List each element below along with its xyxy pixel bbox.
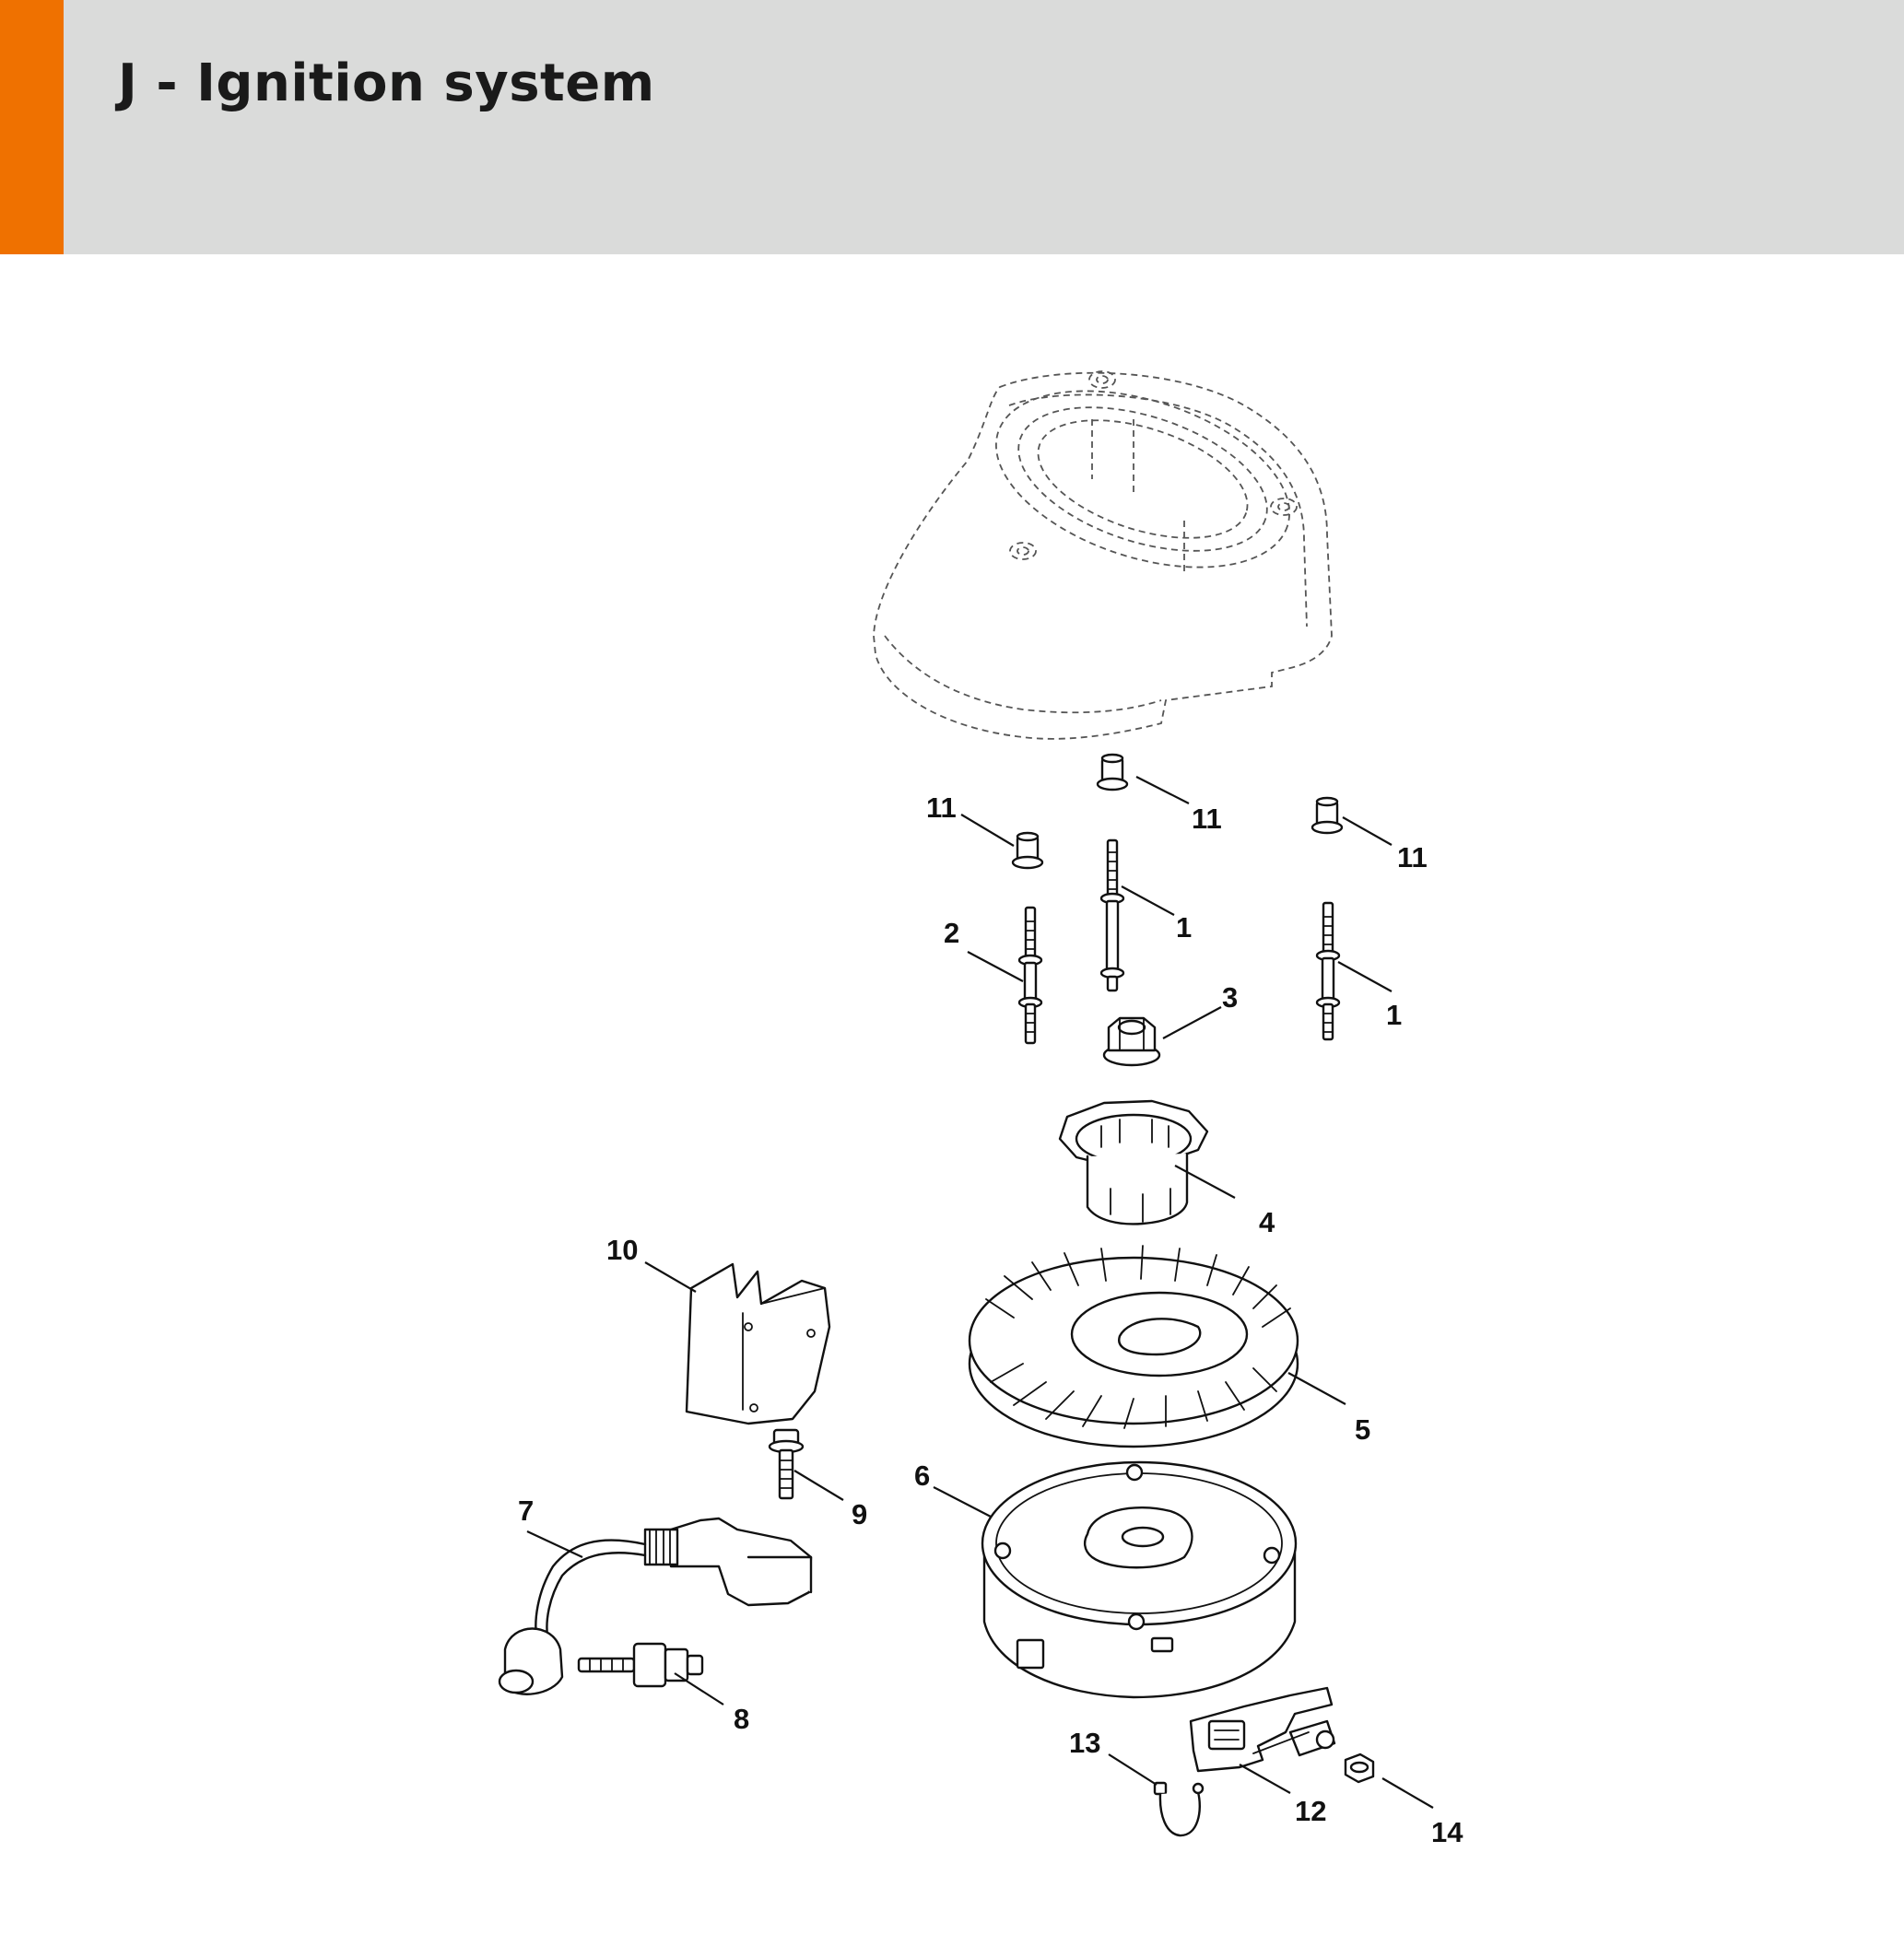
leader-lines — [526, 776, 1434, 1809]
callout-6: 6 — [914, 1460, 930, 1492]
bracket-part-10 — [685, 1262, 831, 1425]
callout-12: 12 — [1295, 1795, 1326, 1827]
callout-9: 9 — [852, 1498, 867, 1530]
nut-part-3 — [1102, 1016, 1161, 1067]
callout-2: 2 — [944, 917, 959, 949]
stud-bolts-parts-1-2 — [1017, 838, 1341, 1045]
wire-part-13 — [1153, 1781, 1205, 1837]
screw-part-9 — [768, 1428, 805, 1500]
bushing-part-11 — [1011, 753, 1344, 870]
fan-wheel-part-5 — [968, 1245, 1299, 1448]
spark-plug-part-8 — [577, 1642, 704, 1688]
callout-7: 7 — [518, 1495, 534, 1527]
callout-1: 1 — [1386, 999, 1402, 1031]
callout-11: 11 — [1192, 803, 1222, 835]
header-accent-stripe — [0, 0, 64, 254]
header-bar: J - Ignition system — [0, 0, 1904, 254]
callout-11: 11 — [926, 791, 957, 824]
callout-14: 14 — [1431, 1816, 1463, 1848]
callout-1: 1 — [1176, 911, 1192, 944]
ignition-coil-part-7 — [498, 1517, 813, 1695]
page-title: J - Ignition system — [118, 53, 655, 113]
callout-4: 4 — [1259, 1206, 1275, 1238]
bolt-part-14 — [1344, 1753, 1375, 1784]
callout-5: 5 — [1355, 1413, 1370, 1446]
callout-3: 3 — [1222, 981, 1238, 1014]
callout-13: 13 — [1069, 1727, 1100, 1759]
callout-labels: 11 11 11 2 1 1 3 4 10 5 6 9 7 8 13 12 14 — [518, 791, 1463, 1848]
flywheel-part-6 — [981, 1460, 1298, 1699]
starter-cup-part-4 — [1058, 1099, 1209, 1225]
callout-11: 11 — [1397, 841, 1428, 873]
callout-10: 10 — [606, 1234, 638, 1266]
callout-8: 8 — [734, 1703, 749, 1735]
blower-housing-outline — [873, 370, 1333, 740]
module-part-12 — [1189, 1686, 1336, 1773]
